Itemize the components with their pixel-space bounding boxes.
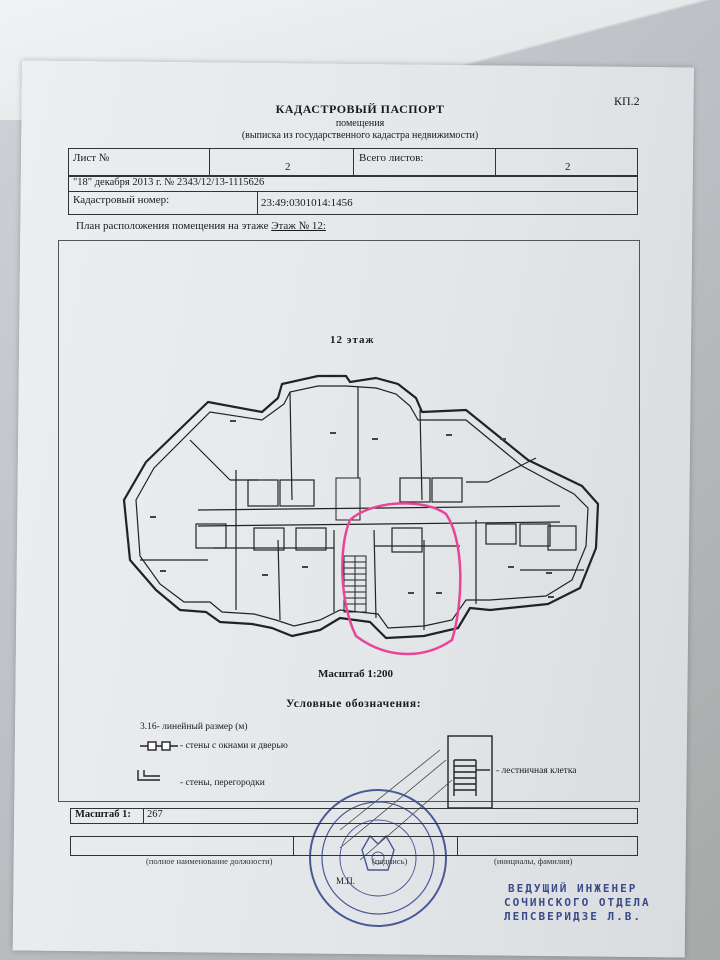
total-sheets-value: 2 [565, 161, 571, 173]
seal-place-mark: М.П. [336, 876, 356, 886]
cadastral-row: Кадастровый номер: 23:49:0301014:1456 [68, 191, 638, 215]
highlight-circle [341, 502, 462, 656]
position-caption: (полное наименование должности) [146, 856, 273, 866]
legend-title: Условные обозначения: [286, 698, 422, 710]
document-subtitle: помещения [335, 118, 385, 129]
stamp-line-1: ВЕДУЩИЙ ИНЖЕНЕР [508, 882, 638, 895]
stairwell [335, 477, 367, 613]
floor-title: 12 этаж [330, 334, 375, 346]
legend-staircase: - лестничная клетка [496, 766, 577, 776]
document-title: КАДАСТРОВЫЙ ПАСПОРТ [275, 102, 445, 116]
plan-caption-prefix: План расположения помещения на этаже [76, 220, 269, 232]
signature-caption: (подпись) [372, 856, 408, 866]
footer-scale-value: 267 [147, 809, 163, 820]
plan-caption: План расположения помещения на этаже Эта… [76, 220, 326, 232]
plan-caption-floor: Этаж № 12: [271, 220, 326, 232]
document-subtitle-extract: (выписка из государственного кадастра не… [241, 130, 479, 141]
total-sheets-label: Всего листов: [359, 152, 424, 164]
sheet-number-value: 2 [285, 161, 291, 173]
legend-symbols [137, 735, 493, 809]
sheet-row: Лист № 2 Всего листов: 2 [68, 148, 638, 176]
form-code: КП.2 [614, 94, 640, 108]
cadastral-label: Кадастровый номер: [73, 194, 170, 206]
legend-linear-size: 3.16- линейный размер (м) [140, 722, 248, 732]
cadastral-number: 23:49:0301014:1456 [261, 197, 353, 209]
legend-walls-windows: - стены с окнами и дверью [180, 741, 288, 751]
floor-outline [122, 374, 600, 640]
stamp-line-2: СОЧИНСКОГО ОТДЕЛА [504, 896, 651, 909]
footer-scale-row: Масштаб 1: 267 [70, 808, 638, 824]
sheet-number-label: Лист № [73, 152, 110, 164]
signature-row [70, 836, 638, 856]
footer-scale-label: Масштаб 1: [75, 809, 131, 820]
record-date-number: "18" декабря 2013 г. № 2343/12/13-111562… [73, 177, 265, 188]
floor-plan-frame [58, 240, 640, 802]
legend-walls: - стены, перегородки [180, 778, 265, 788]
official-seal [309, 789, 447, 927]
name-caption: (инициалы, фамилия) [494, 856, 573, 866]
stamp-line-3: ЛЕПСВЕРИДЗЕ Л.В. [504, 910, 642, 923]
plan-scale: Масштаб 1:200 [318, 668, 394, 680]
